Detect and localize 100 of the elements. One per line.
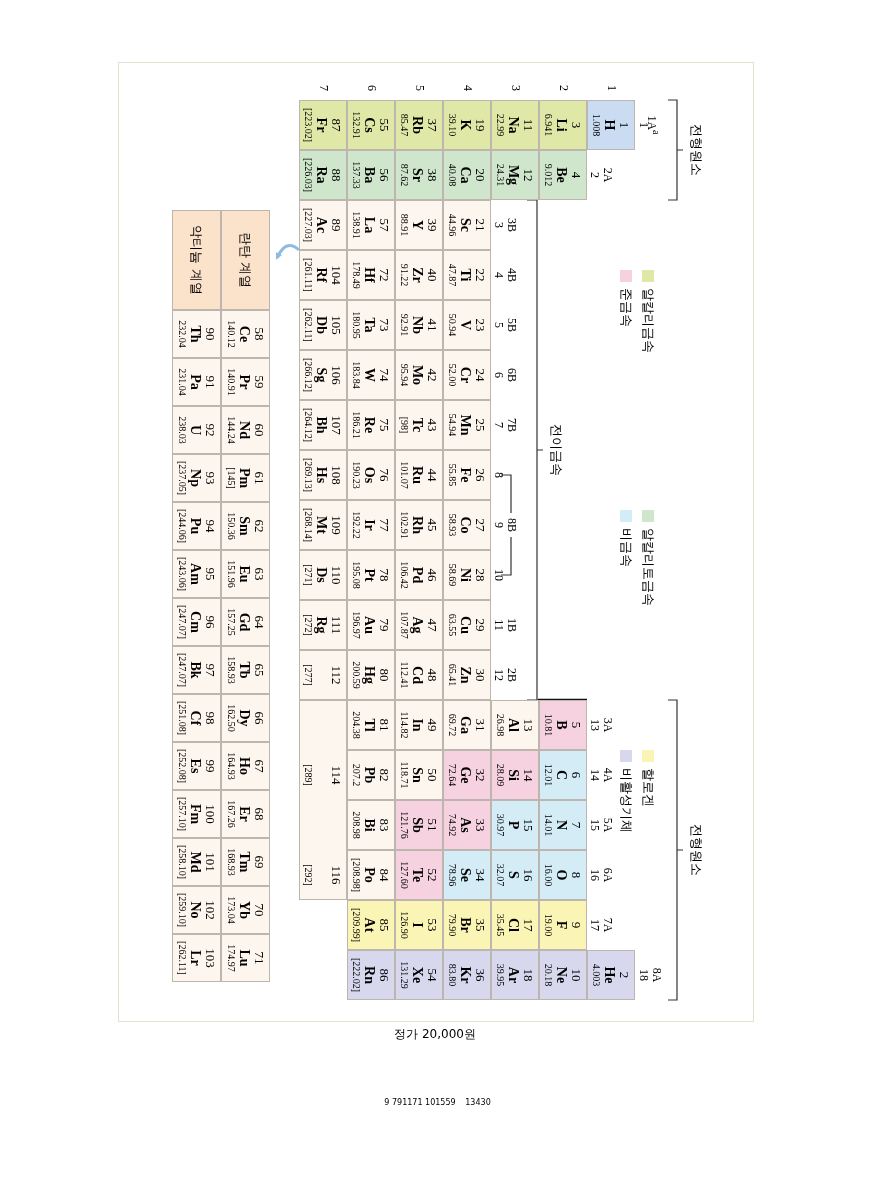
group-number: 7B — [505, 417, 518, 434]
atomic-number: 75 — [377, 418, 392, 432]
series-label: 악티늄 계열 — [188, 225, 206, 295]
element-cell — [221, 358, 270, 406]
element-cell — [443, 950, 491, 1000]
atomic-mass: 58.93 — [446, 513, 459, 537]
atomic-mass: 39.95 — [494, 963, 507, 987]
period-number: 5 — [413, 84, 426, 93]
group-number: 4 — [492, 271, 505, 280]
period-number: 6 — [365, 84, 378, 93]
element-cell — [443, 300, 491, 350]
element-cell — [395, 200, 443, 250]
atomic-mass: 58.69 — [446, 563, 459, 587]
atomic-mass: 91.22 — [398, 263, 411, 287]
atomic-number: 46 — [425, 568, 440, 582]
element-cell — [221, 406, 270, 454]
element-cell — [395, 550, 443, 600]
element-symbol: Es — [188, 758, 203, 774]
element-symbol: Bk — [188, 661, 203, 679]
group-number: 14 — [588, 768, 601, 783]
element-symbol: Fe — [458, 467, 474, 483]
atomic-number: 109 — [329, 515, 344, 535]
atomic-number: 58 — [252, 327, 266, 341]
atomic-number: 79 — [377, 618, 392, 632]
element-cell — [443, 200, 491, 250]
element-symbol: Au — [362, 616, 378, 634]
atomic-number: 90 — [203, 327, 217, 341]
element-symbol: Cu — [458, 616, 474, 634]
atomic-mass: [258.10] — [176, 844, 188, 880]
element-cell — [443, 150, 491, 200]
atomic-number: 71 — [252, 951, 266, 965]
element-symbol: Rh — [410, 516, 426, 534]
element-symbol: Li — [554, 118, 570, 132]
element-cell — [299, 350, 347, 400]
atomic-number: 53 — [425, 918, 440, 932]
atomic-number: 61 — [252, 471, 266, 485]
element-cell — [172, 502, 221, 550]
element-cell — [299, 650, 347, 700]
atomic-number: 76 — [377, 468, 392, 482]
element-symbol: Ra — [314, 166, 330, 184]
atomic-number: 22 — [473, 268, 488, 282]
atomic-number: 69 — [252, 855, 266, 869]
element-symbol: Pm — [237, 467, 252, 489]
element-symbol: Ag — [410, 616, 426, 634]
element-cell — [299, 400, 347, 450]
atomic-mass: 192.22 — [350, 511, 363, 539]
atomic-number: 116 — [329, 865, 344, 885]
element-cell — [443, 350, 491, 400]
group-number: 1B — [505, 617, 518, 634]
atomic-number: 98 — [203, 711, 217, 725]
element-symbol: Np — [188, 469, 203, 487]
atomic-number: 54 — [425, 968, 440, 982]
element-cell — [395, 900, 443, 950]
period-number: 2 — [557, 84, 570, 93]
element-symbol: Pa — [188, 374, 203, 390]
atomic-mass: 178.49 — [350, 261, 363, 289]
element-cell — [443, 450, 491, 500]
element-cell — [443, 500, 491, 550]
element-symbol: Bh — [314, 416, 330, 434]
atomic-mass: 24.31 — [494, 163, 507, 187]
element-cell — [395, 100, 443, 150]
atomic-mass: [243.06] — [176, 556, 188, 592]
atomic-mass: 126.90 — [398, 911, 411, 939]
element-cell — [395, 950, 443, 1000]
element-symbol: At — [362, 917, 378, 933]
atomic-mass: 157.25 — [225, 608, 237, 636]
element-cell — [395, 300, 443, 350]
element-cell — [395, 250, 443, 300]
atomic-number: 102 — [203, 900, 217, 920]
element-symbol: Pt — [362, 568, 378, 582]
element-cell — [491, 150, 539, 200]
atomic-number: 105 — [329, 315, 344, 335]
atomic-mass: [237.05] — [176, 460, 188, 496]
element-cell — [347, 300, 395, 350]
atomic-number: 93 — [203, 471, 217, 485]
atomic-mass: 168.93 — [225, 848, 237, 876]
atomic-number: 37 — [425, 118, 440, 132]
atomic-mass: 44.96 — [446, 213, 459, 237]
atomic-mass: 101.07 — [398, 461, 411, 489]
element-cell — [395, 450, 443, 500]
atomic-mass: 65.41 — [446, 663, 459, 687]
element-cell — [172, 838, 221, 886]
atomic-mass: [244.06] — [176, 508, 188, 544]
element-symbol: Rg — [314, 616, 330, 634]
group-number: 2A — [601, 166, 614, 185]
element-symbol: Pr — [237, 374, 252, 390]
atomic-number: 44 — [425, 468, 440, 482]
element-symbol: Br — [458, 917, 474, 933]
legend-label: 알칼리금속 — [640, 288, 657, 353]
element-cell — [347, 550, 395, 600]
element-cell — [347, 200, 395, 250]
atomic-mass: 173.04 — [225, 896, 237, 924]
atomic-mass: [223.02] — [302, 107, 315, 143]
atomic-number: 10 — [569, 968, 584, 982]
atomic-mass: 92.91 — [398, 313, 411, 337]
group-number: 18 — [637, 968, 650, 983]
element-symbol: Tb — [237, 661, 252, 679]
element-cell — [347, 600, 395, 650]
atomic-number: 111 — [329, 615, 344, 635]
element-cell — [221, 838, 270, 886]
